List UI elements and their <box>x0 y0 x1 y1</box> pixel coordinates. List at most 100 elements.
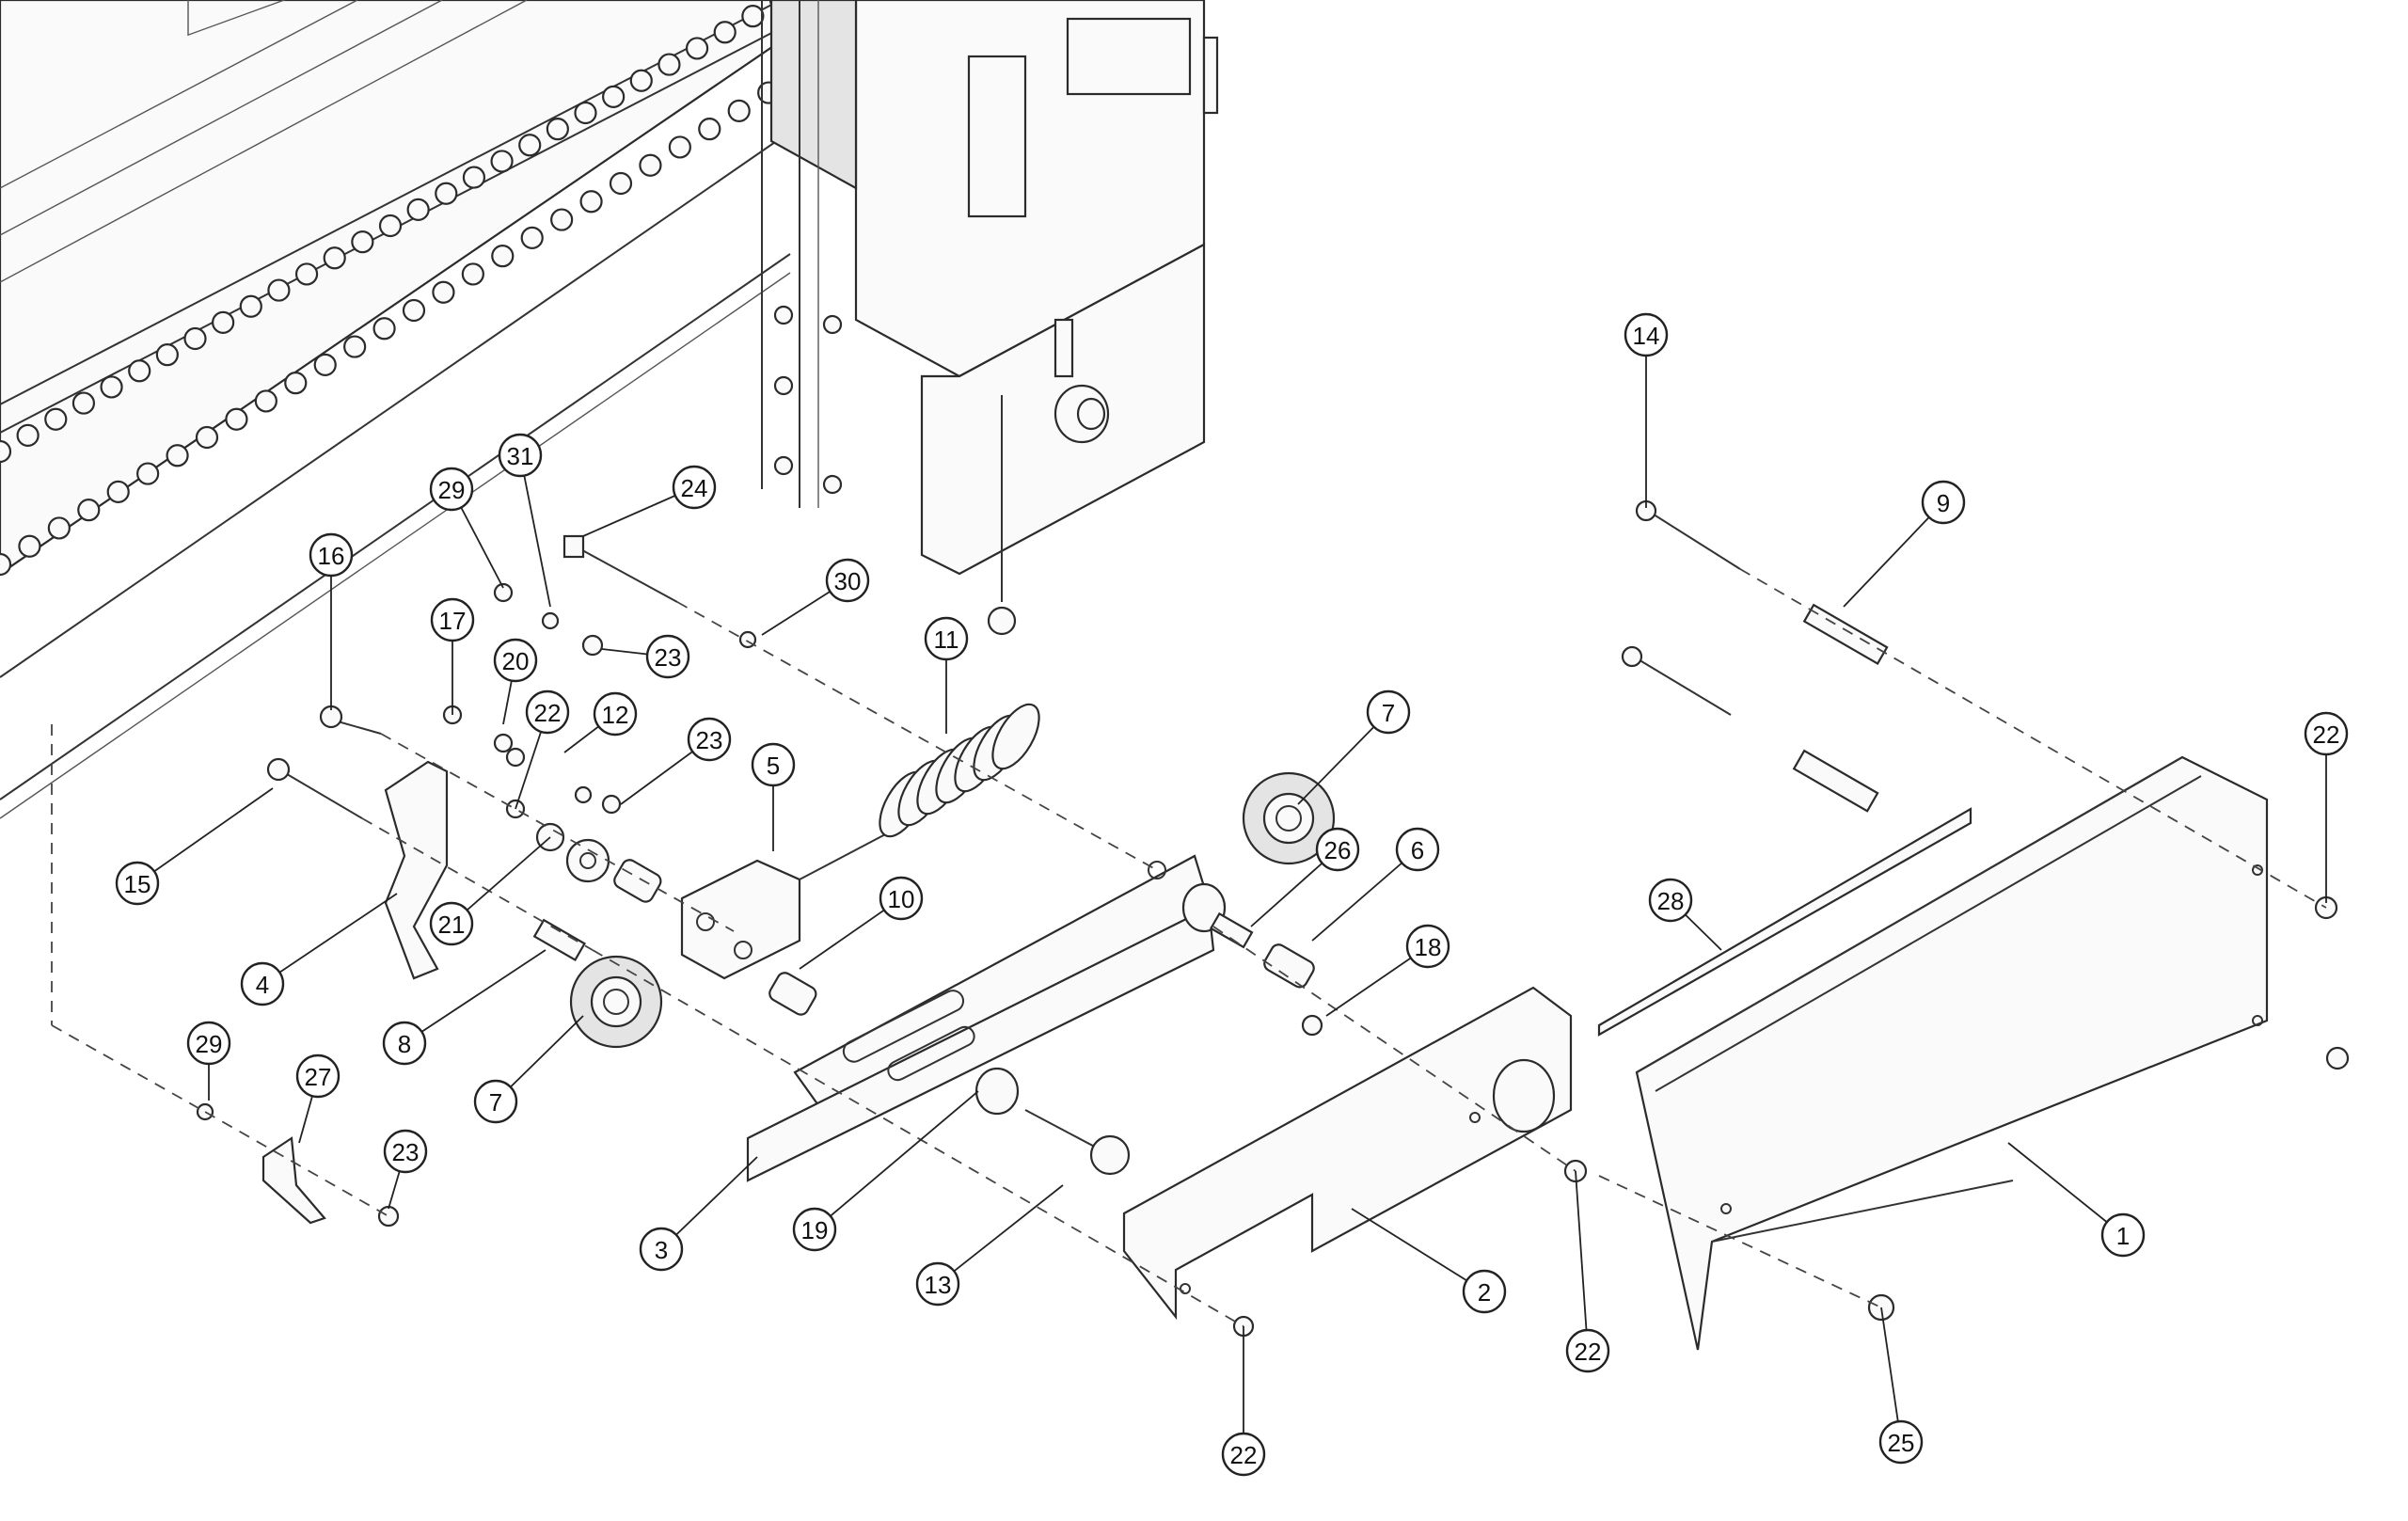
callout-bubble-c22a <box>525 689 570 735</box>
chain-link <box>602 85 626 108</box>
chain-link <box>639 153 662 177</box>
chain-link <box>462 166 486 189</box>
chain-link <box>713 21 737 44</box>
callout-label-c28: 28 <box>1657 887 1685 915</box>
chain-link <box>657 53 681 76</box>
callout-bubble-c29a <box>429 467 474 512</box>
chain-link <box>267 278 291 302</box>
chain-link <box>239 294 262 318</box>
callout-label-c25: 25 <box>1888 1429 1915 1457</box>
callout-label-c7a: 7 <box>1382 699 1395 727</box>
callout-label-c30: 30 <box>834 567 862 595</box>
callout-label-c14: 14 <box>1633 322 1660 350</box>
callout-leader-c19 <box>814 1090 979 1230</box>
callout-label-c6: 6 <box>1411 836 1424 864</box>
callout-label-c27: 27 <box>305 1063 332 1091</box>
callout-bubble-c20 <box>493 638 538 683</box>
callout-leader-c21 <box>451 836 551 925</box>
chain-link <box>18 534 41 558</box>
spring-coil <box>991 703 1040 770</box>
callout-bubble-c3 <box>639 1227 684 1272</box>
callout-bubble-c25 <box>1878 1419 1924 1465</box>
chain-link <box>579 190 603 214</box>
chain-link <box>16 423 40 447</box>
chain-link <box>128 359 151 383</box>
callout-label-c29b: 29 <box>196 1030 223 1058</box>
callout-label-c18: 18 <box>1415 933 1442 961</box>
callout-leader-c25 <box>1880 1307 1902 1443</box>
chain-link <box>71 391 96 415</box>
chain-link <box>44 407 68 431</box>
chain-link <box>195 425 219 450</box>
callout-bubble-c2 <box>1462 1269 1507 1314</box>
fasteners <box>196 499 2350 1338</box>
callout-bubble-c24 <box>672 465 717 510</box>
callout-bubble-c26 <box>1315 827 1360 872</box>
chain-link <box>685 37 709 60</box>
sprocket-upper <box>1242 771 1336 865</box>
callout-label-c5: 5 <box>767 752 780 780</box>
chain-link <box>77 499 101 522</box>
callout-bubble-c13 <box>915 1261 960 1307</box>
chain-link <box>550 208 574 231</box>
chain-link <box>323 246 346 270</box>
callout-label-c9: 9 <box>1937 489 1950 517</box>
callout-label-c1: 1 <box>2116 1222 2130 1250</box>
callout-label-c24: 24 <box>681 474 708 502</box>
side-plate <box>1122 986 1573 1321</box>
chain-link <box>609 171 633 196</box>
callout-label-c11: 11 <box>934 626 959 654</box>
chain-link <box>432 280 455 304</box>
callout-label-c29a: 29 <box>438 476 466 504</box>
chain-link <box>698 118 721 141</box>
chain-link <box>372 317 396 341</box>
chain-link <box>294 262 319 286</box>
drive-housing <box>761 0 1219 636</box>
callout-label-c7b: 7 <box>489 1088 502 1117</box>
callout-bubble-c23a <box>645 634 690 679</box>
chain-link <box>574 101 597 125</box>
callout-label-c23b: 23 <box>696 726 723 754</box>
callout-bubble-c30 <box>825 558 870 603</box>
callout-bubble-c12 <box>593 691 638 737</box>
chain-link <box>100 375 123 399</box>
callout-leader-c1 <box>2007 1142 2124 1236</box>
callout-label-c31: 31 <box>507 442 534 470</box>
callout-bubble-c14 <box>1624 312 1669 357</box>
chain-link <box>254 389 277 413</box>
callout-leader-c13 <box>937 1184 1064 1285</box>
callout-bubble-c17 <box>430 597 475 642</box>
callout-leader-c2 <box>1351 1208 1485 1292</box>
callout-bubble-c10 <box>879 876 924 921</box>
chain-link <box>491 245 515 268</box>
chain-link <box>741 5 765 28</box>
callout-label-c23a: 23 <box>655 643 682 672</box>
chain-link <box>343 335 367 358</box>
chain-link <box>0 439 12 464</box>
callout-label-c17: 17 <box>439 607 467 635</box>
callout-bubble-c7b <box>473 1079 518 1124</box>
callout-leader-c8 <box>404 949 547 1044</box>
chain-link <box>490 150 514 173</box>
callout-leader-c31 <box>519 454 551 608</box>
chain-link <box>378 214 403 238</box>
callout-bubble-c31 <box>498 433 543 478</box>
callout-bubble-c22b <box>2304 711 2349 756</box>
callout-bubble-c27 <box>295 1054 341 1099</box>
chain-link <box>212 310 235 334</box>
chain-link <box>435 182 458 205</box>
callout-bubble-c28 <box>1648 878 1693 923</box>
callout-leader-c4 <box>261 893 398 985</box>
callout-label-c3: 3 <box>655 1236 668 1264</box>
callout-bubble-c22d <box>1565 1328 1610 1373</box>
callout-bubble-c21 <box>429 901 474 946</box>
callout-label-c22b: 22 <box>2313 721 2340 749</box>
callout-bubble-c23c <box>383 1129 428 1174</box>
callout-label-c26: 26 <box>1324 836 1352 864</box>
callout-label-c4: 4 <box>256 971 269 999</box>
callout-label-c23c: 23 <box>392 1138 420 1166</box>
tension-spring <box>879 703 1040 838</box>
chain-link <box>225 407 248 431</box>
chain-link <box>47 516 71 540</box>
